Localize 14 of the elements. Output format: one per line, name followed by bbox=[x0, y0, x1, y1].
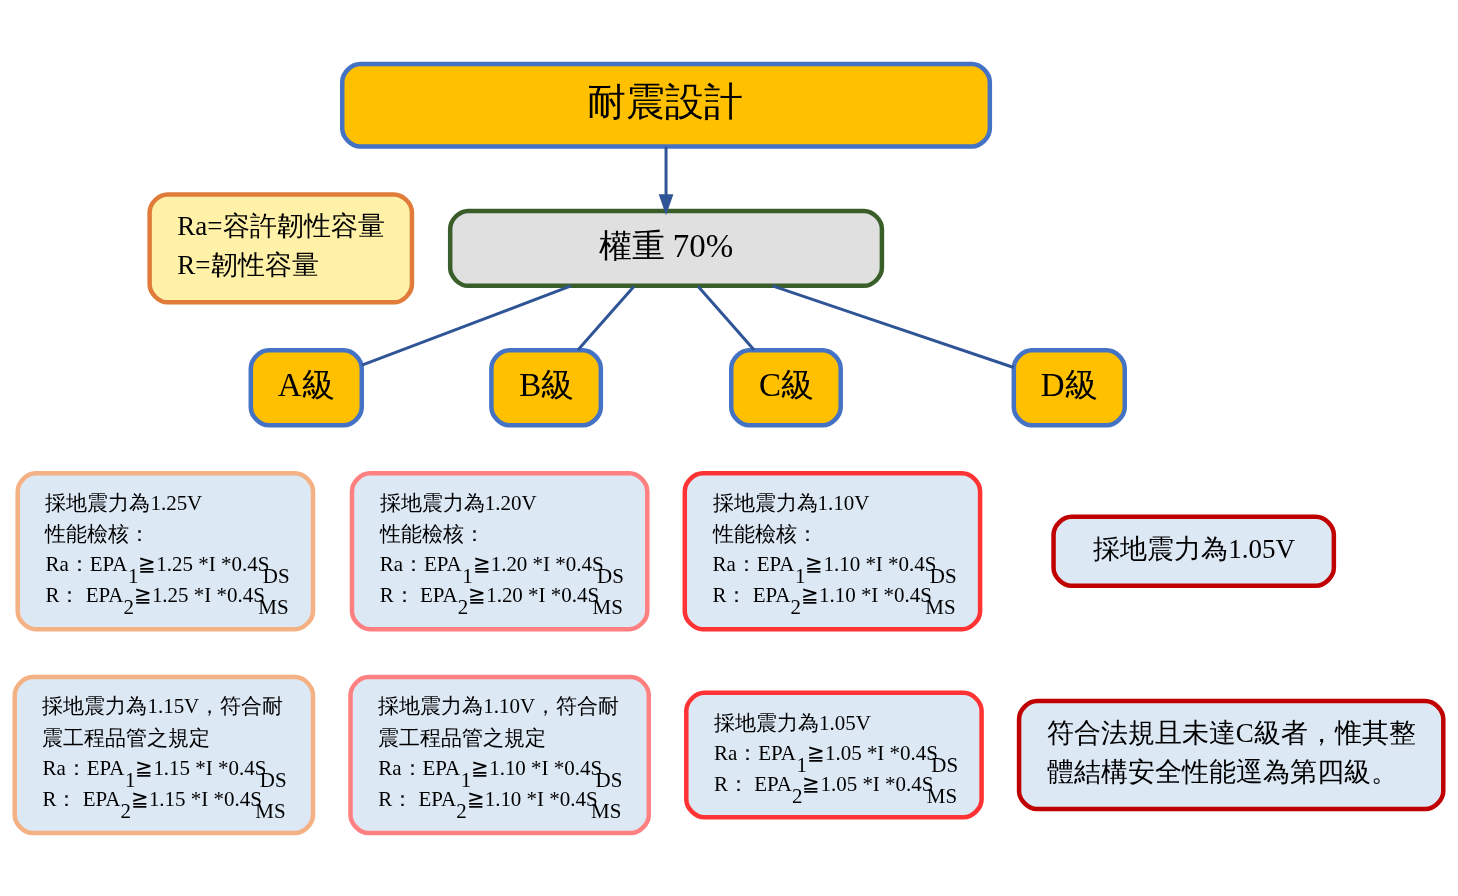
node-box: 符合法規且未達C級者，惟其整體結構安全性能逕為第四級。 bbox=[1016, 698, 1446, 811]
arrow bbox=[658, 146, 674, 215]
node-box: B級 bbox=[489, 347, 604, 427]
node-box: 權重 70% bbox=[447, 208, 885, 288]
connector bbox=[772, 283, 1015, 369]
node-box: 耐震設計 bbox=[340, 61, 993, 149]
connector bbox=[361, 284, 572, 367]
node-box: Ra=容許韌性容量 R=韌性容量 bbox=[147, 191, 415, 305]
node-box: A級 bbox=[248, 347, 364, 427]
node-box: C級 bbox=[729, 347, 843, 427]
connector bbox=[576, 284, 636, 351]
connector bbox=[697, 284, 756, 351]
node-box: D級 bbox=[1011, 347, 1127, 427]
node-box: 採地震力為1.05V bbox=[1051, 513, 1337, 588]
